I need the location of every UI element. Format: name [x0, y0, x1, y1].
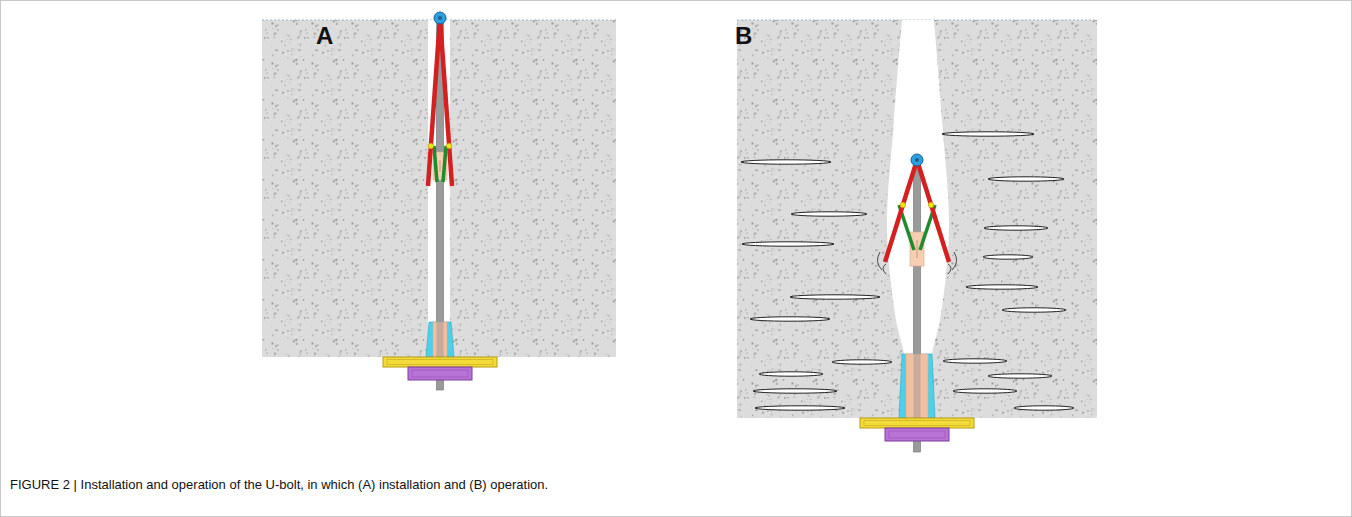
panel-label: A [316, 24, 333, 48]
figure-caption: FIGURE 2 | Installation and operation of… [10, 477, 1310, 494]
u-bolt [383, 12, 497, 390]
panel-label: B [735, 24, 752, 48]
u-bolt [860, 154, 974, 452]
contact-marks [877, 252, 956, 274]
